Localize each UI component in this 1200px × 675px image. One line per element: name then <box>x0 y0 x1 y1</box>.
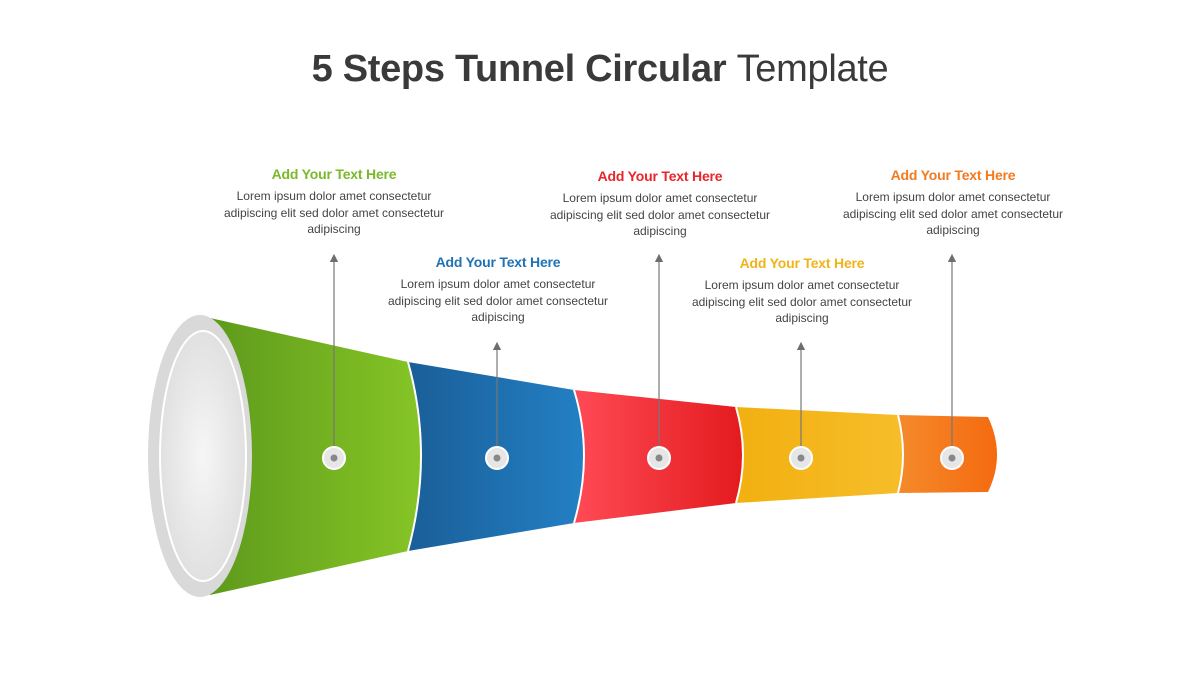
marker-dot <box>485 446 509 470</box>
step-5-heading: Add Your Text Here <box>890 167 1016 183</box>
step-4-body: Lorem ipsum dolor amet consectetur adipi… <box>691 278 913 325</box>
step-1-body: Lorem ipsum dolor amet consectetur adipi… <box>223 189 445 236</box>
step-1-heading: Add Your Text Here <box>271 166 397 182</box>
marker-dot <box>647 446 671 470</box>
title-bold: 5 Steps Tunnel Circular <box>311 48 727 90</box>
step-5-label: Add Your Text Here Lorem ipsum dolor ame… <box>838 167 1068 239</box>
marker-dot <box>789 446 813 470</box>
step-2-label: Add Your Text Here Lorem ipsum dolor ame… <box>383 254 613 326</box>
step-4-heading: Add Your Text Here <box>739 255 865 271</box>
step-5-body: Lorem ipsum dolor amet consectetur adipi… <box>842 190 1064 237</box>
step-1-label: Add Your Text Here Lorem ipsum dolor ame… <box>219 166 449 238</box>
marker-dot <box>322 446 346 470</box>
page-title: 5 Steps Tunnel Circular Template <box>0 48 1200 91</box>
tunnel-segment-green <box>210 318 421 595</box>
step-2-body: Lorem ipsum dolor amet consectetur adipi… <box>387 277 609 324</box>
step-3-label: Add Your Text Here Lorem ipsum dolor ame… <box>545 168 775 240</box>
step-3-heading: Add Your Text Here <box>597 168 723 184</box>
title-light: Template <box>736 48 889 90</box>
step-3-body: Lorem ipsum dolor amet consectetur adipi… <box>549 191 771 238</box>
tunnel-segment-yellow <box>736 407 903 503</box>
marker-dot <box>940 446 964 470</box>
step-4-label: Add Your Text Here Lorem ipsum dolor ame… <box>687 255 917 327</box>
step-2-heading: Add Your Text Here <box>435 254 561 270</box>
